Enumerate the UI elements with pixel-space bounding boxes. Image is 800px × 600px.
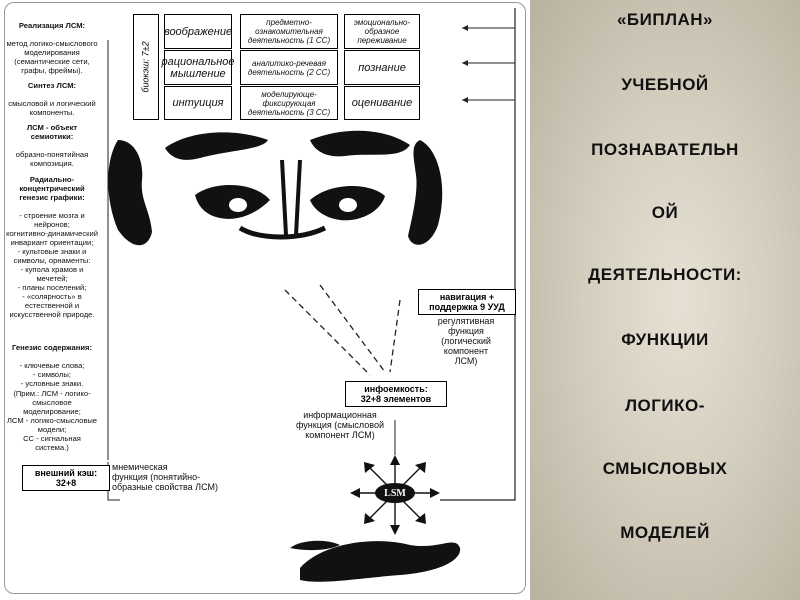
dashed-ray <box>389 299 401 373</box>
box-activity-3-label: моделирующе-фиксирующая деятельность (3 … <box>247 89 331 117</box>
left-eye-highlight <box>229 198 247 212</box>
left-ear-icon <box>108 140 152 246</box>
title-line-9: МОДЕЛЕЙ <box>620 523 710 542</box>
box-activity-2-label: аналитико-речевая деятельность (2 СС) <box>247 58 331 77</box>
box-evaluation: оценивание <box>344 86 420 120</box>
arrowhead <box>462 25 468 31</box>
title-line-7: ЛОГИКО- <box>625 396 705 415</box>
dashed-ray <box>284 289 371 376</box>
note-semiotics-title: ЛСМ - объект семиотики: <box>26 123 78 141</box>
title-line-1: «БИПЛАН» <box>616 10 714 29</box>
external-cache-box: внешний кэш: 32+8 <box>22 465 110 491</box>
right-eye-highlight <box>339 198 357 212</box>
biocache-label: биокэш: 7±2 <box>141 41 152 93</box>
box-rational-thinking-label: рациональное мышление <box>161 55 235 80</box>
navigation-box-label: навигация + поддержка 9 УУД <box>429 292 505 312</box>
box-rational-thinking: рациональное мышление <box>161 50 235 85</box>
note-genesis-content-body: - ключевые слова; - символы; - условные … <box>19 361 85 388</box>
box-intuition-label: интуиция <box>172 97 224 109</box>
box-cognition: познание <box>344 50 420 85</box>
title-panel <box>530 0 800 600</box>
capacity-box-label: инфоемкость: 32+8 элементов <box>360 384 432 404</box>
note-genesis-content: Генезис содержания: - ключевые слова; - … <box>6 334 98 388</box>
note-semiotics-body: образно-понятийная композиция. <box>15 150 89 168</box>
box-emotion-label: эмоционально-образное переживание <box>353 18 411 45</box>
note-realization-title: Реализация ЛСМ: <box>18 21 86 30</box>
arrowhead <box>462 60 468 66</box>
dashed-ray <box>319 284 386 373</box>
title-line-5: ДЕЯТЕЛЬНОСТИ: <box>588 265 742 284</box>
box-imagination: воображение <box>164 14 232 49</box>
box-emotion: эмоционально-образное переживание <box>344 14 420 49</box>
box-imagination-label: воображение <box>163 25 233 38</box>
lsm-badge: LSM <box>375 483 415 503</box>
lsm-badge-label: LSM <box>384 487 406 499</box>
title-line-8: СМЫСЛОВЫХ <box>602 459 728 478</box>
title-line-4: ОЙ <box>651 203 679 222</box>
box-activity-1-label: предметно-ознакомительная деятельность (… <box>247 18 331 45</box>
box-activity-3: моделирующе-фиксирующая деятельность (3 … <box>240 86 338 120</box>
left-eyebrow-icon <box>165 132 268 160</box>
connector-right-links <box>462 27 515 101</box>
informational-function-label: информационная функция (смысловой компон… <box>296 410 384 440</box>
note-genesis-content-title: Генезис содержания: <box>12 343 92 352</box>
cheek-line <box>238 225 327 240</box>
connector-left-line <box>107 40 120 501</box>
note-synthesis-body: смысловой и логический компоненты. <box>8 99 96 117</box>
note-genesis-graphics-body: - строение мозга и нейронов; когнитивно-… <box>6 211 98 319</box>
box-activity-1: предметно-ознакомительная деятельность (… <box>240 14 338 49</box>
note-genesis-graphics-title: Радиально-концентрический генезис график… <box>19 175 85 202</box>
note-synthesis: Синтез ЛСМ: смысловой и логический компо… <box>6 72 98 117</box>
note-synthesis-title: Синтез ЛСМ: <box>27 81 77 90</box>
note-abbreviations: (Прим.: ЛСМ - логико-смысловое моделиров… <box>6 380 98 452</box>
note-realization-body: метод логико-смыслового моделирования (с… <box>6 39 98 75</box>
box-activity-2: аналитико-речевая деятельность (2 СС) <box>240 50 338 85</box>
note-realization: Реализация ЛСМ: метод логико-смыслового … <box>6 12 98 75</box>
right-ear-icon <box>408 140 443 245</box>
biocache-box: биокэш: 7±2 <box>133 14 159 120</box>
right-eyebrow-icon <box>310 130 410 157</box>
regulative-function-label: регулятивная функция (логический компоне… <box>437 316 495 366</box>
box-cognition-label: познание <box>358 61 406 74</box>
box-intuition: интуиция <box>164 86 232 120</box>
title-line-2: УЧЕБНОЙ <box>621 75 709 94</box>
note-genesis-graphics: Радиально-концентрический генезис график… <box>6 166 98 319</box>
title-line-6: ФУНКЦИИ <box>621 330 709 349</box>
hand-icon <box>300 541 461 582</box>
capacity-box: инфоемкость: 32+8 элементов <box>345 381 447 407</box>
nose-icon <box>280 159 302 236</box>
thumb-icon <box>290 540 340 551</box>
external-cache-box-label: внешний кэш: 32+8 <box>34 468 98 488</box>
note-abbreviations-body: (Прим.: ЛСМ - логико-смысловое моделиров… <box>6 389 98 452</box>
box-evaluation-label: оценивание <box>351 97 413 109</box>
note-semiotics: ЛСМ - объект семиотики: образно-понятийн… <box>6 114 98 168</box>
diagram-frame <box>4 2 526 594</box>
radial-arrowheads <box>350 455 440 535</box>
title-line-3: ПОЗНАВАТЕЛЬН <box>591 140 739 159</box>
arrowhead <box>462 97 468 103</box>
navigation-box: навигация + поддержка 9 УУД <box>418 289 516 315</box>
mnemonic-function-label: мнемическая функция (понятийно- образные… <box>112 462 218 492</box>
diagram-graphics <box>107 8 516 582</box>
